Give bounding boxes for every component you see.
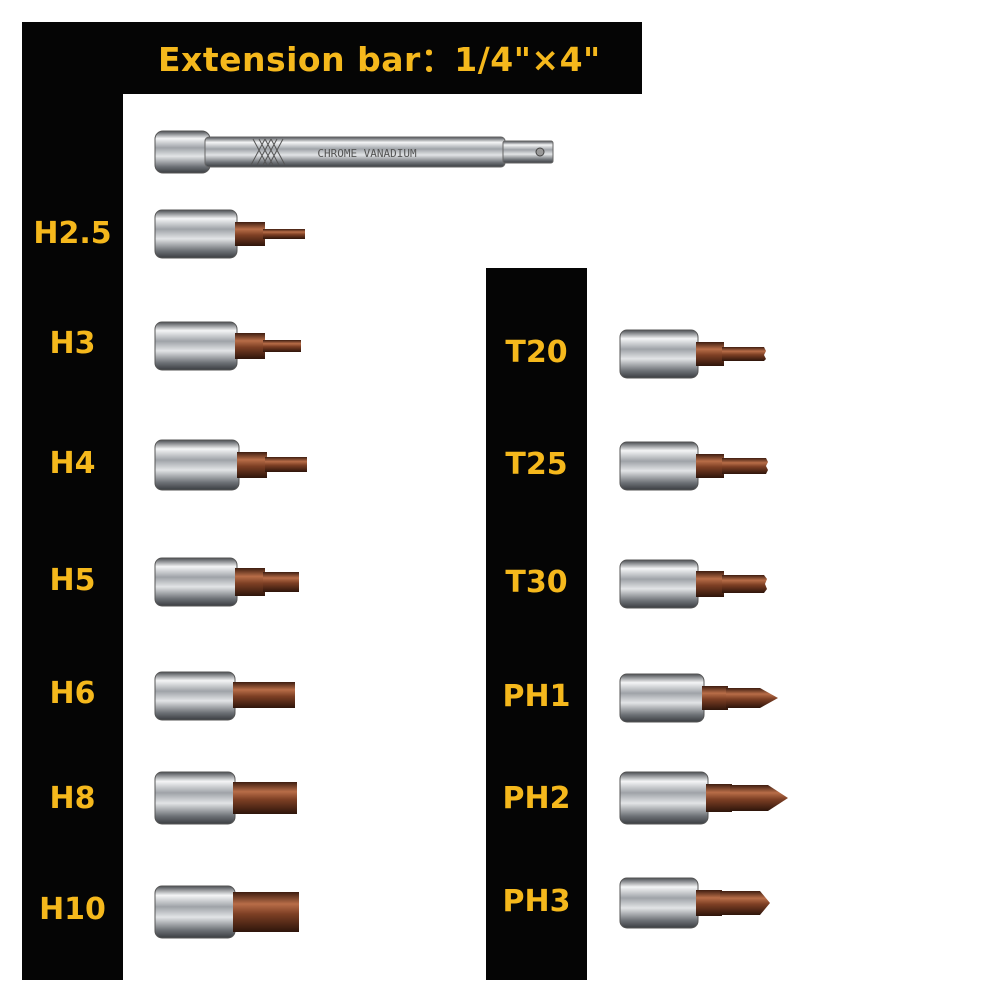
label-h3: H3 (49, 326, 96, 361)
title-banner (22, 22, 642, 94)
hex-bit-socket-icon (154, 770, 315, 826)
label-ph2: PH2 (502, 781, 571, 816)
hex-bit-socket-icon (154, 670, 315, 722)
phillips-bit-socket-icon (619, 876, 790, 930)
label-ph1: PH1 (502, 679, 571, 714)
hex-bit-socket-icon (154, 320, 315, 372)
label-h4: H4 (49, 446, 96, 481)
right-label-column (486, 268, 587, 980)
torx-bit-socket-icon (619, 440, 780, 492)
left-label-column (22, 22, 123, 980)
label-h8: H8 (49, 781, 96, 816)
label-t30: T30 (505, 565, 568, 600)
label-h6: H6 (49, 676, 96, 711)
label-t20: T20 (505, 335, 568, 370)
torx-bit-socket-icon (619, 558, 780, 610)
torx-bit-socket-icon (619, 328, 780, 380)
extension-bar-icon: CHROME VANADIUM (154, 127, 555, 177)
hex-bit-socket-icon (154, 556, 315, 608)
banner-title: Extension bar：1/4"×4" (158, 40, 601, 79)
label-t25: T25 (505, 447, 568, 482)
label-h10: H10 (39, 892, 106, 927)
hex-bit-socket-icon (154, 208, 315, 260)
phillips-bit-socket-icon (619, 672, 790, 724)
hex-bit-socket-icon (154, 438, 315, 492)
phillips-bit-socket-icon (619, 770, 800, 826)
label-ph3: PH3 (502, 884, 571, 919)
label-h2-5: H2.5 (33, 216, 112, 251)
label-h5: H5 (49, 563, 96, 598)
extension-engraving: CHROME VANADIUM (317, 147, 417, 160)
hex-bit-socket-icon (154, 884, 315, 940)
